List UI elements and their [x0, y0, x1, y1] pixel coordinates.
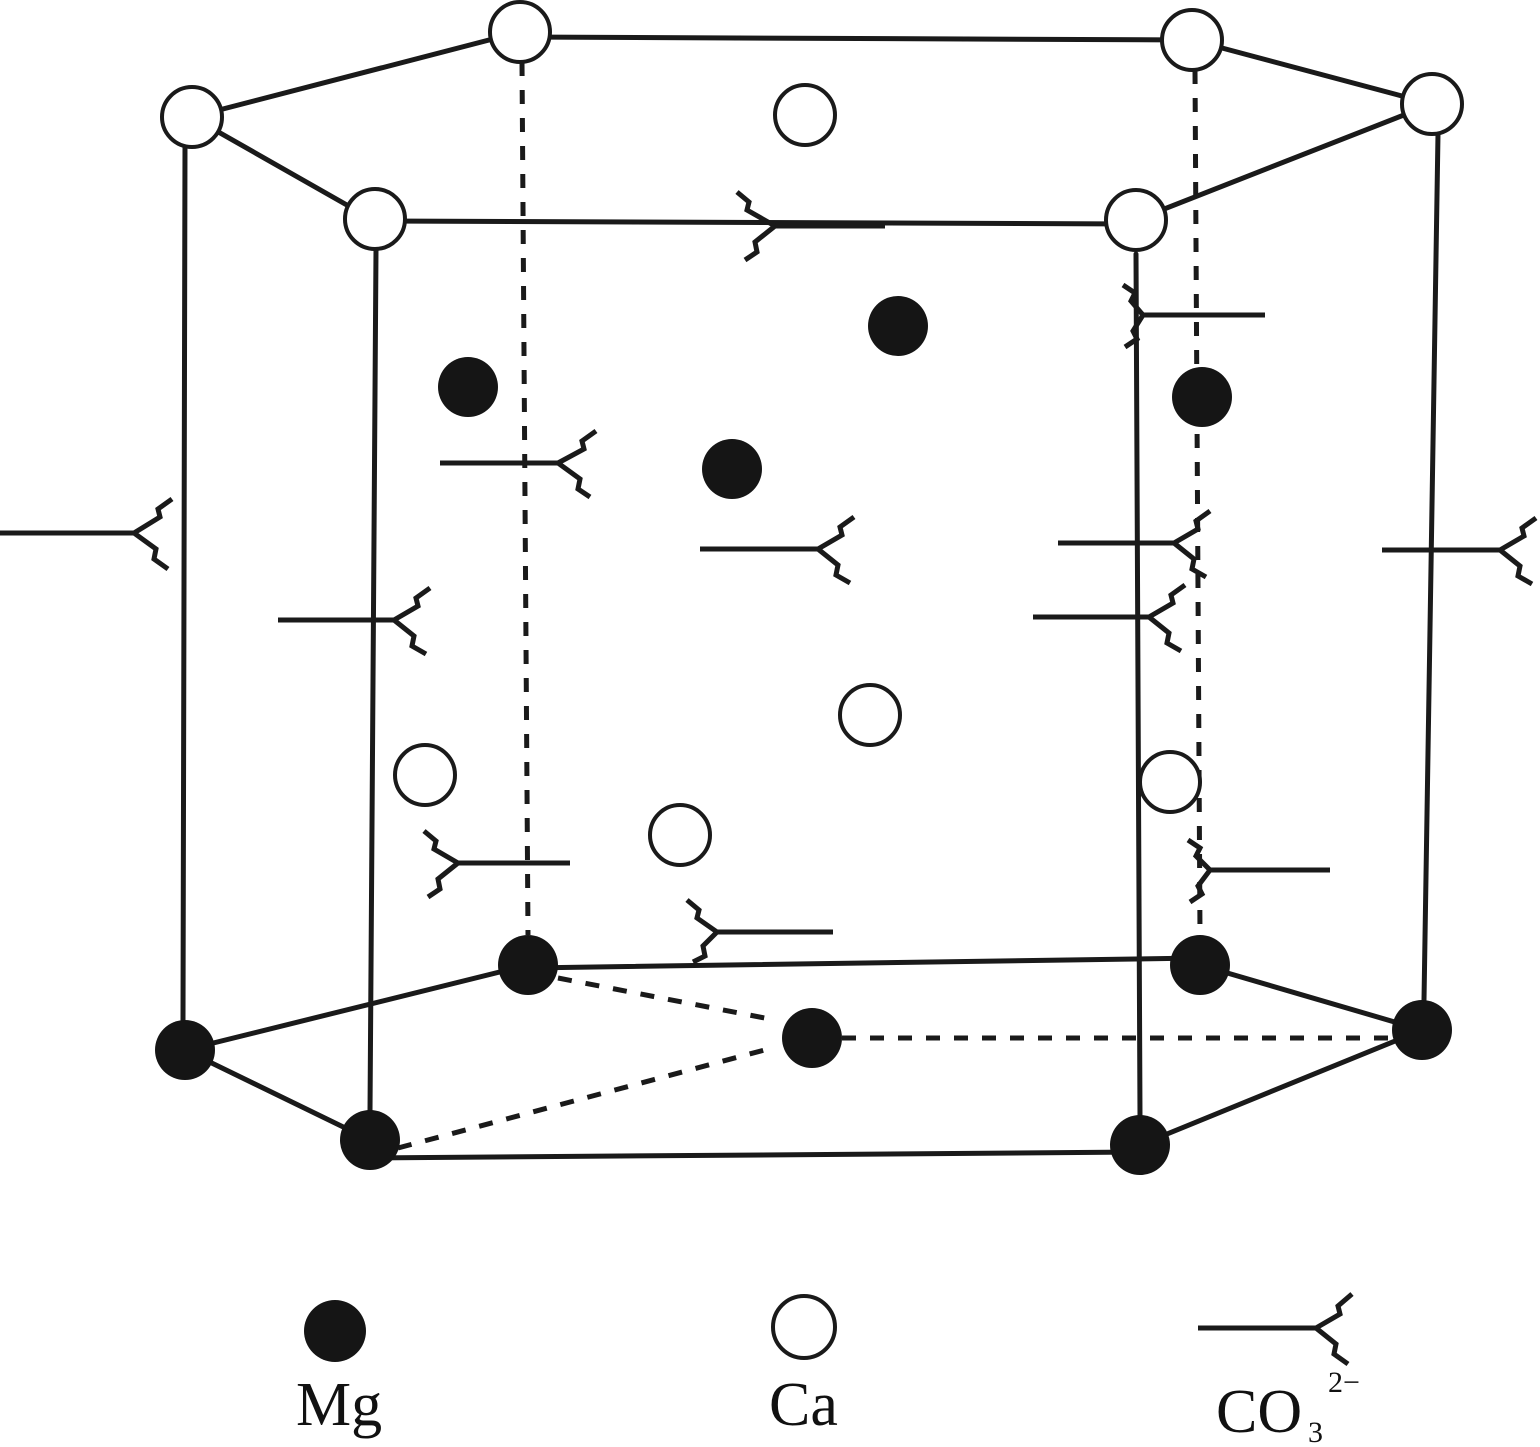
- co3-ion: [278, 585, 432, 657]
- legend-mg-label: Mg: [296, 1371, 382, 1439]
- co3-ion: [1033, 582, 1187, 654]
- carbonate-ions: [0, 190, 1538, 965]
- ca-atom: [773, 83, 837, 147]
- co3-ion: [0, 496, 174, 572]
- co3-ion: [1186, 837, 1330, 905]
- mg-atom: [1172, 367, 1232, 427]
- carbonate-ion-icon: [1198, 1292, 1354, 1367]
- ca-atom: [648, 803, 712, 867]
- legend-co3-superscript: 2−: [1328, 1366, 1360, 1399]
- mg-atom: [498, 935, 558, 995]
- legend-co3-base: CO: [1216, 1378, 1302, 1446]
- co3-ion: [422, 829, 570, 900]
- co3-ion: [440, 428, 598, 500]
- mg-atom: [1170, 935, 1230, 995]
- ca-atom: [488, 0, 552, 64]
- legend-co3-subscript: 3: [1308, 1416, 1323, 1447]
- co3-ion: [735, 190, 885, 263]
- ca-atom: [393, 743, 457, 807]
- co3-ion: [1058, 508, 1212, 580]
- ca-atoms: [160, 0, 1464, 867]
- hidden-edges: [397, 61, 1395, 1151]
- legend-ca-symbol: [771, 1294, 837, 1360]
- mg-atom: [868, 296, 928, 356]
- ca-atom: [1104, 188, 1168, 252]
- co3-ion: [1121, 282, 1265, 350]
- legend: Mg Ca CO 3 2−: [296, 1292, 1360, 1447]
- ca-atom: [1160, 8, 1224, 72]
- ca-atom: [160, 85, 224, 149]
- mg-atom: [1110, 1115, 1170, 1175]
- legend-ca-label: Ca: [769, 1371, 838, 1439]
- co3-ion: [685, 898, 833, 965]
- cell-edges: [180, 29, 1441, 1161]
- legend-co3-label: CO: [1216, 1378, 1302, 1446]
- mg-atom: [1392, 1000, 1452, 1060]
- co3-ion: [1382, 515, 1538, 587]
- mg-atoms: [155, 296, 1452, 1175]
- ca-atom: [1400, 72, 1464, 136]
- ca-atom: [838, 683, 902, 747]
- co3-ion: [700, 514, 856, 586]
- mg-atom: [340, 1110, 400, 1170]
- mg-atom: [702, 439, 762, 499]
- ca-atom: [343, 187, 407, 251]
- ca-atom: [1138, 750, 1202, 814]
- mg-atom: [155, 1020, 215, 1080]
- mg-atom: [438, 357, 498, 417]
- mg-atom: [782, 1008, 842, 1068]
- legend-mg-symbol: [304, 1300, 366, 1362]
